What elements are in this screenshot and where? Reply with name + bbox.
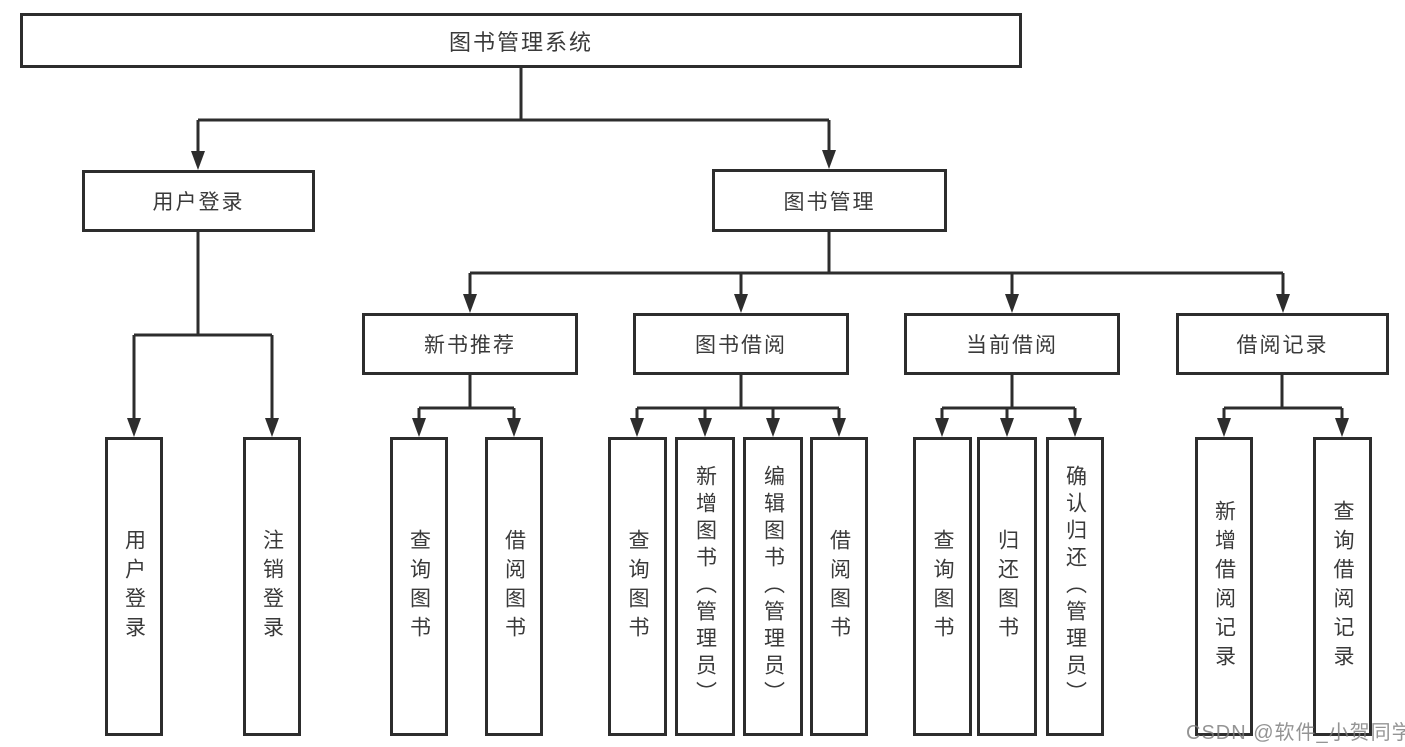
node-label: 注销登录	[260, 528, 284, 645]
node-label: 借阅记录	[1236, 334, 1329, 357]
node-label: 编辑图书（管理员）	[761, 465, 785, 708]
node-book-borrow: 图书借阅	[633, 313, 849, 375]
node-label: 用户登录	[122, 528, 146, 645]
leaf-query-borrow-record: 查询借阅记录	[1313, 437, 1372, 736]
node-label: 新增图书（管理员）	[693, 465, 717, 708]
leaf-query-books-current: 查询图书	[913, 437, 972, 736]
leaf-query-books-recommend: 查询图书	[390, 437, 448, 736]
node-label: 借阅图书	[502, 528, 526, 645]
node-label: 查询借阅记录	[1331, 499, 1354, 674]
node-book-management: 图书管理	[712, 169, 947, 232]
csdn-watermark: CSDN @软件_小贺同学	[1186, 722, 1405, 744]
node-new-book-recommend: 新书推荐	[362, 313, 578, 375]
leaf-query-books-borrow: 查询图书	[608, 437, 667, 736]
node-label: 查询图书	[407, 528, 431, 645]
leaf-borrow-books-recommend: 借阅图书	[485, 437, 543, 736]
node-label: 图书管理系统	[448, 29, 593, 55]
node-label: 新增借阅记录	[1212, 499, 1236, 674]
node-label: 查询图书	[931, 528, 954, 645]
node-label: 图书借阅	[695, 334, 787, 357]
leaf-user-login: 用户登录	[105, 437, 163, 736]
leaf-confirm-return-admin: 确认归还（管理员）	[1046, 437, 1104, 736]
node-label: 归还图书	[995, 528, 1019, 645]
node-borrow-records: 借阅记录	[1176, 313, 1389, 375]
node-label: 确认归还（管理员）	[1063, 465, 1087, 708]
node-user-login: 用户登录	[82, 170, 315, 232]
leaf-add-borrow-record: 新增借阅记录	[1195, 437, 1253, 736]
node-label: 图书管理	[783, 190, 876, 214]
node-label: 当前借阅	[966, 334, 1058, 357]
node-root-system: 图书管理系统	[20, 13, 1022, 68]
node-label: 用户登录	[152, 191, 245, 214]
leaf-add-book-admin: 新增图书（管理员）	[675, 437, 735, 736]
leaf-borrow-books: 借阅图书	[810, 437, 868, 736]
leaf-logout: 注销登录	[243, 437, 301, 736]
leaf-edit-book-admin: 编辑图书（管理员）	[743, 437, 803, 736]
leaf-return-book: 归还图书	[977, 437, 1037, 736]
node-label: 查询图书	[626, 528, 649, 645]
node-label: 借阅图书	[827, 528, 851, 645]
node-current-borrow: 当前借阅	[904, 313, 1120, 375]
node-label: 新书推荐	[424, 334, 516, 357]
